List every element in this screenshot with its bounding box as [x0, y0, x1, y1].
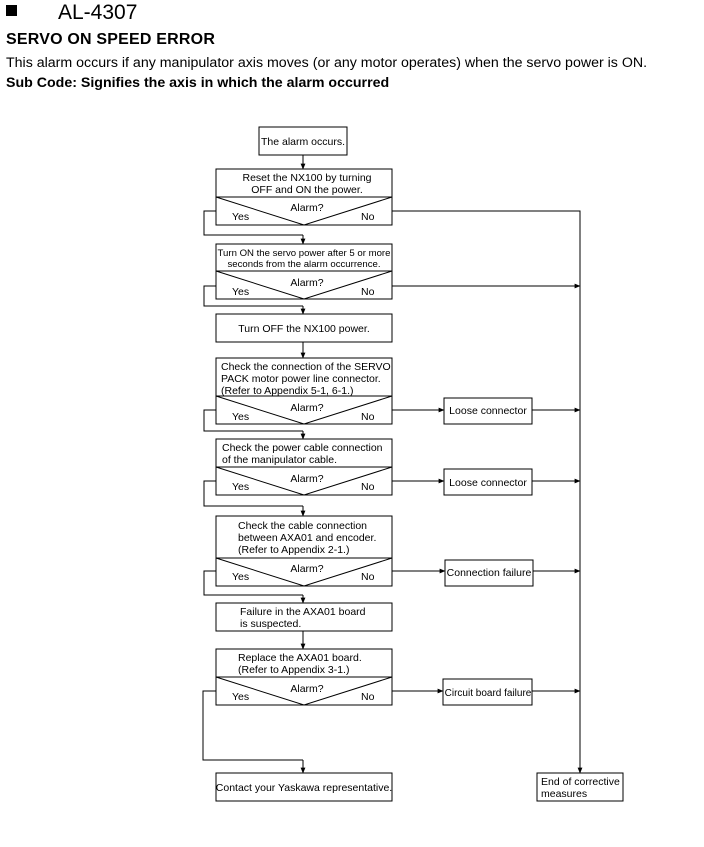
decision-question-1: Alarm?	[290, 202, 323, 214]
step-servo-pack-box	[215, 357, 393, 397]
result-connection-failure-box	[444, 559, 534, 587]
step-cable-encoder-line3: (Refer to Appendix 2-1.)	[238, 544, 349, 556]
step-replace-board-box	[215, 648, 393, 678]
contact-text: Contact your Yaskawa representative.	[216, 782, 392, 794]
step-power-off-text: Turn OFF the NX100 power.	[238, 323, 370, 335]
step-replace-board-line1: Replace the AXA01 board.	[238, 652, 362, 664]
alarm-description: This alarm occurs if any manipulator axi…	[6, 55, 648, 71]
decision-no-5: No	[361, 481, 375, 493]
bullet-square-icon	[6, 5, 17, 16]
result-loose-connector-1-box	[443, 397, 533, 425]
step-power-cable-line1: Check the power cable connection	[222, 442, 383, 454]
decision-no-8: No	[361, 691, 375, 703]
result-loose-connector-2: Loose connector	[449, 477, 527, 489]
decision-yes-2: Yes	[232, 286, 249, 298]
end-line2: measures	[541, 788, 587, 800]
step-servo-on-line1: Turn ON the servo power after 5 or more	[218, 248, 391, 259]
end-line1: End of corrective	[541, 776, 620, 788]
decision-yes-6: Yes	[232, 571, 249, 583]
decision-no-2: No	[361, 286, 375, 298]
decision-diamond-2	[215, 270, 393, 300]
step-power-off-box	[215, 313, 393, 343]
decision-no-1: No	[361, 211, 375, 223]
step-servo-on-line2: seconds from the alarm occurrence.	[227, 259, 380, 270]
end-box	[536, 772, 624, 802]
decision-yes-1: Yes	[232, 211, 249, 223]
decision-question-4: Alarm?	[290, 402, 323, 414]
alarm-code: AL-4307	[58, 1, 138, 24]
decision-no-4: No	[361, 411, 375, 423]
decision-diamond-8	[215, 676, 393, 706]
yes-path-2	[203, 285, 303, 307]
result-loose-connector-2-box	[443, 468, 533, 496]
step-reset-line1: Reset the NX100 by turning	[243, 172, 372, 184]
decision-no-6: No	[361, 571, 375, 583]
yes-path-4	[203, 409, 303, 432]
decision-question-6: Alarm?	[290, 563, 323, 575]
decision-diamond-4	[215, 395, 393, 425]
yes-path-6	[203, 570, 303, 596]
yes-path-8	[202, 690, 303, 761]
step-servo-pack-line1: Check the connection of the SERVO	[221, 361, 391, 373]
step-board-suspected-line2: is suspected.	[240, 618, 301, 630]
step-cable-encoder-box	[215, 515, 393, 559]
decision-question-8: Alarm?	[290, 683, 323, 695]
alarm-title: SERVO ON SPEED ERROR	[6, 31, 216, 48]
step-replace-board-line2: (Refer to Appendix 3-1.)	[238, 664, 349, 676]
step-power-cable-box	[215, 438, 393, 468]
result-circuit-board-failure: Circuit board failure	[445, 688, 532, 699]
decision-question-5: Alarm?	[290, 473, 323, 485]
step-servo-pack-line2: PACK motor power line connector.	[221, 373, 381, 385]
step-cable-encoder-line2: between AXA01 and encoder.	[238, 532, 376, 544]
result-connection-failure: Connection failure	[447, 567, 532, 579]
yes-path-1	[203, 210, 303, 236]
result-circuit-board-failure-box	[442, 678, 533, 706]
decision-yes-5: Yes	[232, 481, 249, 493]
step-reset-line2: OFF and ON the power.	[251, 184, 362, 196]
decision-yes-8: Yes	[232, 691, 249, 703]
step-servo-on-box	[215, 243, 393, 272]
result-loose-connector-1: Loose connector	[449, 405, 527, 417]
decision-diamond-6	[215, 557, 393, 587]
start-text: The alarm occurs.	[261, 136, 345, 148]
step-cable-encoder-line1: Check the cable connection	[238, 520, 367, 532]
step-servo-pack-line3: (Refer to Appendix 5-1, 6-1.)	[221, 385, 354, 397]
yes-path-5	[203, 480, 303, 507]
alarm-subcode: Sub Code: Signifies the axis in which th…	[6, 75, 390, 91]
contact-box	[215, 772, 393, 802]
step-board-suspected-box	[215, 602, 393, 632]
decision-diamond-5	[215, 466, 393, 496]
decision-yes-4: Yes	[232, 411, 249, 423]
step-power-cable-line2: of the manipulator cable.	[222, 454, 337, 466]
decision-diamond-1	[215, 196, 393, 226]
no-path-main	[392, 210, 583, 774]
decision-question-2: Alarm?	[290, 277, 323, 289]
step-board-suspected-line1: Failure in the AXA01 board	[240, 606, 366, 618]
